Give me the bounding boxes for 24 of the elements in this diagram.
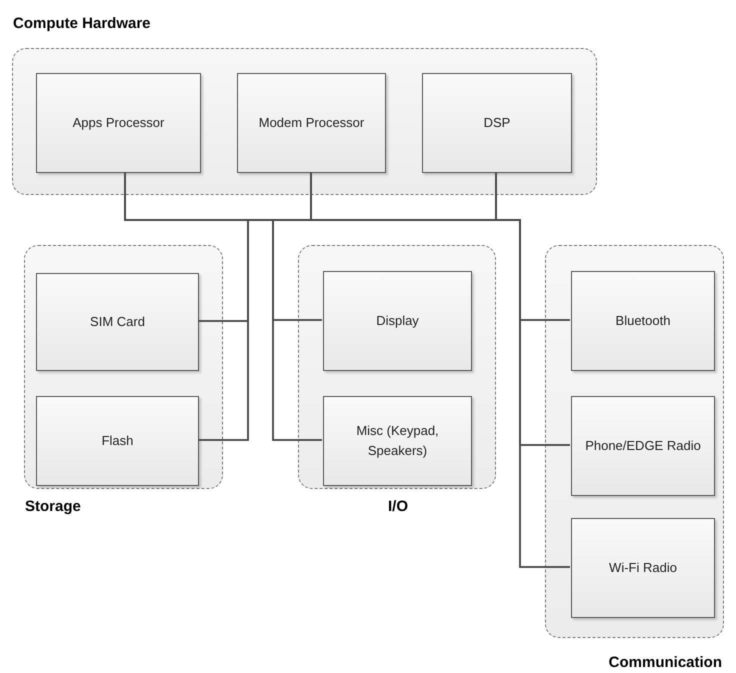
component-box	[36, 273, 199, 371]
component-box	[571, 518, 715, 618]
component-label: DSP	[484, 114, 510, 132]
group-title: Storage	[25, 497, 82, 517]
component-box	[571, 271, 715, 371]
component-box	[36, 396, 199, 486]
component-label: Modem Processor	[258, 114, 364, 132]
component-box	[422, 73, 572, 173]
component-label: Phone/EDGE Radio	[585, 437, 701, 455]
group-title: Communication	[608, 653, 722, 673]
component-label: Wi-Fi Radio	[609, 559, 677, 577]
group-title: I/O	[386, 497, 409, 517]
component-label: Display	[376, 312, 419, 330]
component-label: Apps Processor	[72, 114, 164, 132]
component-box	[237, 73, 386, 173]
component-label: Bluetooth	[616, 312, 670, 330]
component-label: Misc (Keypad, Speakers)	[355, 422, 440, 460]
component-box	[571, 396, 715, 496]
component-box	[36, 73, 201, 173]
component-box	[323, 271, 472, 371]
component-label: SIM Card	[90, 313, 145, 331]
group-title: Compute Hardware	[13, 14, 152, 34]
component-box	[323, 396, 472, 486]
component-label: Flash	[102, 432, 134, 450]
